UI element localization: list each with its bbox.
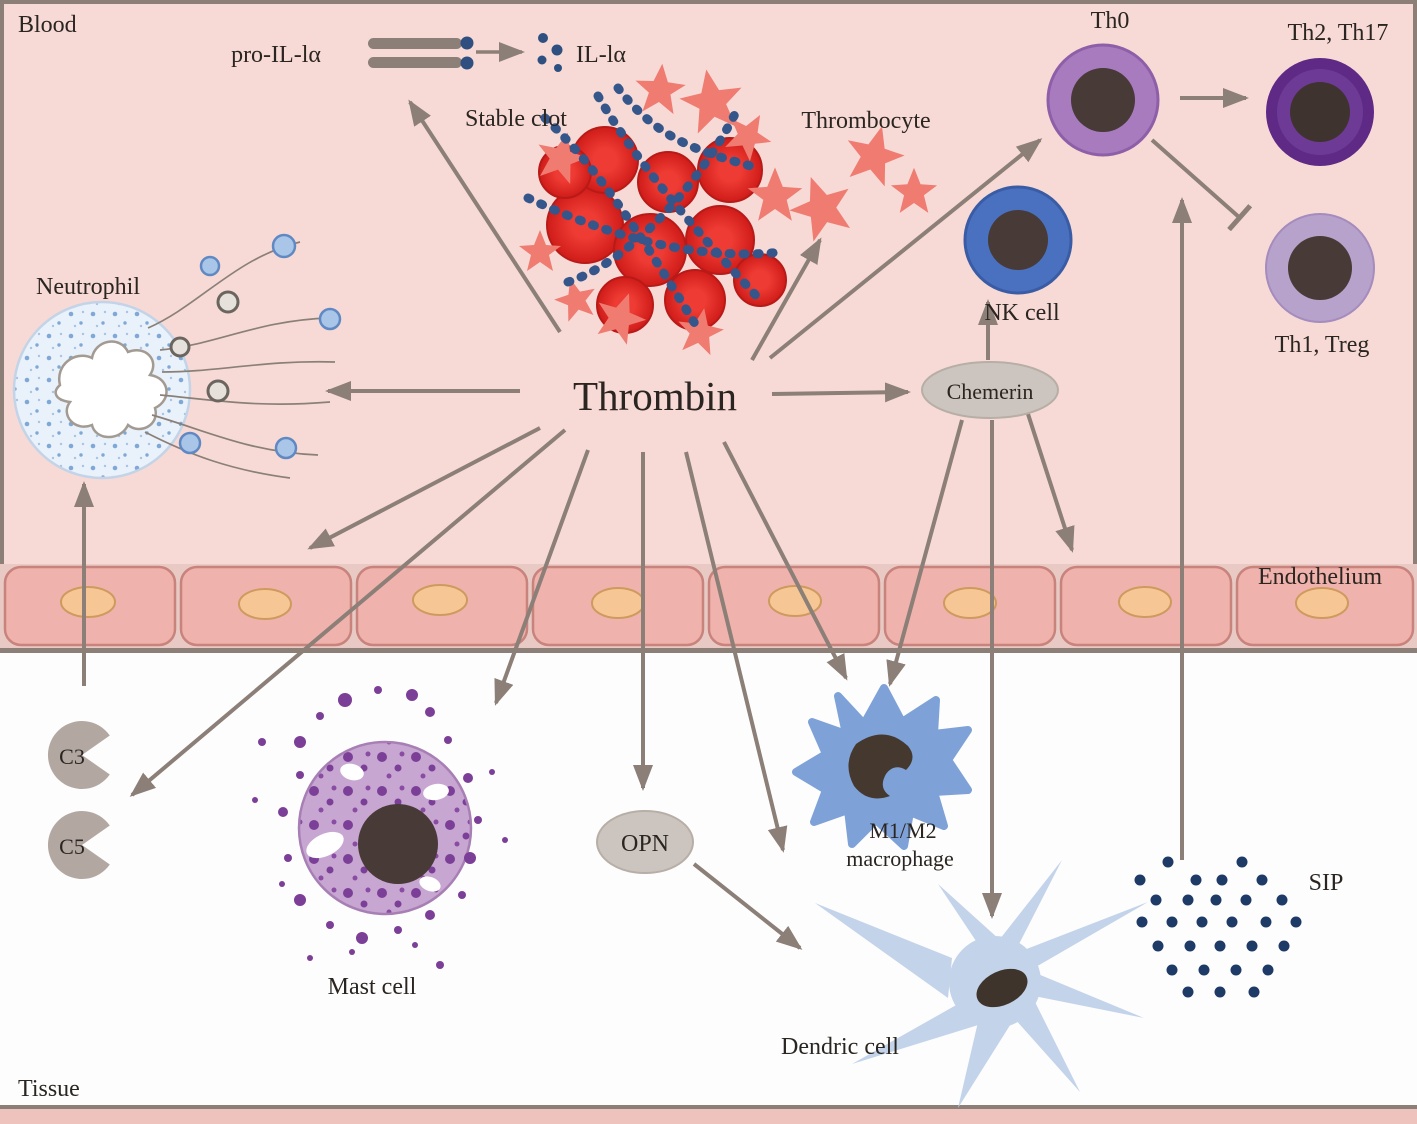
th1-treg-cell xyxy=(1265,213,1375,323)
arrow-thrombin-to-endothelium xyxy=(307,426,541,550)
dendric-cell-label: Dendric cell xyxy=(781,1034,899,1060)
arrow-thrombin-to-th0 xyxy=(768,138,1043,360)
th2-th17-cell xyxy=(1266,58,1374,166)
pro-il1a-molecule xyxy=(368,36,474,70)
c5-label: C5 xyxy=(59,834,85,859)
neutrophil-nucleus xyxy=(54,340,168,439)
il1a-molecule xyxy=(537,33,563,72)
pro-il1a-label: pro-IL-lα xyxy=(231,42,321,68)
c5-shape xyxy=(47,810,110,879)
opn-oval xyxy=(596,810,694,874)
arrow-thrombin-to-chemerin xyxy=(771,382,911,403)
th2-th17-label: Th2, Th17 xyxy=(1288,20,1389,46)
arrow-thrombin-to-complement xyxy=(129,428,567,797)
arrows xyxy=(74,42,1253,950)
bottom-strip xyxy=(0,1109,1417,1124)
blood-label: Blood xyxy=(18,12,77,38)
sip-label: SIP xyxy=(1309,870,1344,896)
th0-cell xyxy=(1046,43,1160,157)
nk-cell-label: NK cell xyxy=(984,300,1060,326)
th1-treg-label: Th1, Treg xyxy=(1275,332,1370,358)
chemerin-label: Chemerin xyxy=(947,379,1034,404)
neutrophil-label: Neutrophil xyxy=(36,274,140,300)
stable-clot xyxy=(519,61,803,357)
sip-dots xyxy=(1134,856,1302,998)
macrophage-nucleus xyxy=(848,734,913,799)
endothelium-label: Endothelium xyxy=(1258,564,1382,590)
il1a-label: IL-lα xyxy=(576,42,626,68)
opn-label: OPN xyxy=(621,831,669,857)
arrow-opn-to-dendritic xyxy=(692,862,803,950)
arrow-thrombin-to-thrombocyte xyxy=(750,237,822,361)
fibrin-strands xyxy=(523,83,787,337)
arrow-thrombin-to-clot xyxy=(408,99,562,334)
arrow-chemerin-to-endothelium xyxy=(1026,413,1075,553)
dendritic-cell xyxy=(815,860,1148,1108)
dendritic-nucleus xyxy=(976,968,1028,1008)
c3-shape xyxy=(47,721,110,789)
chemerin-oval xyxy=(921,361,1059,419)
net-vesicles xyxy=(169,233,342,460)
endothelium-cells xyxy=(3,565,1415,647)
arrow-thrombin-to-dendritic xyxy=(684,451,788,853)
inhibit-th0-to-th1 xyxy=(1150,138,1253,232)
arrow-thrombin-to-mast-cell xyxy=(494,449,590,706)
nk-cell xyxy=(963,185,1073,295)
stable-clot-label: Stable clot xyxy=(465,106,567,132)
thrombocyte-label: Thrombocyte xyxy=(801,108,930,134)
mast-cell-label: Mast cell xyxy=(328,974,417,1000)
macrophage-label-line1: M1/M2 xyxy=(869,818,936,843)
endothelium-baseline xyxy=(0,648,1417,653)
macrophage-label-line2: macrophage xyxy=(846,846,954,871)
bottom-border xyxy=(0,1105,1417,1109)
neutrophil-cell xyxy=(12,300,192,480)
mast-granules-outside xyxy=(252,686,508,969)
mast-nucleus xyxy=(358,804,438,884)
th0-label: Th0 xyxy=(1091,8,1130,34)
c3-label: C3 xyxy=(59,744,85,769)
tissue-region xyxy=(0,653,1417,1105)
m1-m2-macrophage xyxy=(792,684,972,850)
arrow-thrombin-to-macrophage xyxy=(722,441,848,681)
thrombin-label: Thrombin xyxy=(573,373,737,419)
tissue-label: Tissue xyxy=(18,1076,80,1102)
mast-cell xyxy=(252,686,508,969)
arrow-chemerin-to-macrophage xyxy=(886,419,964,687)
